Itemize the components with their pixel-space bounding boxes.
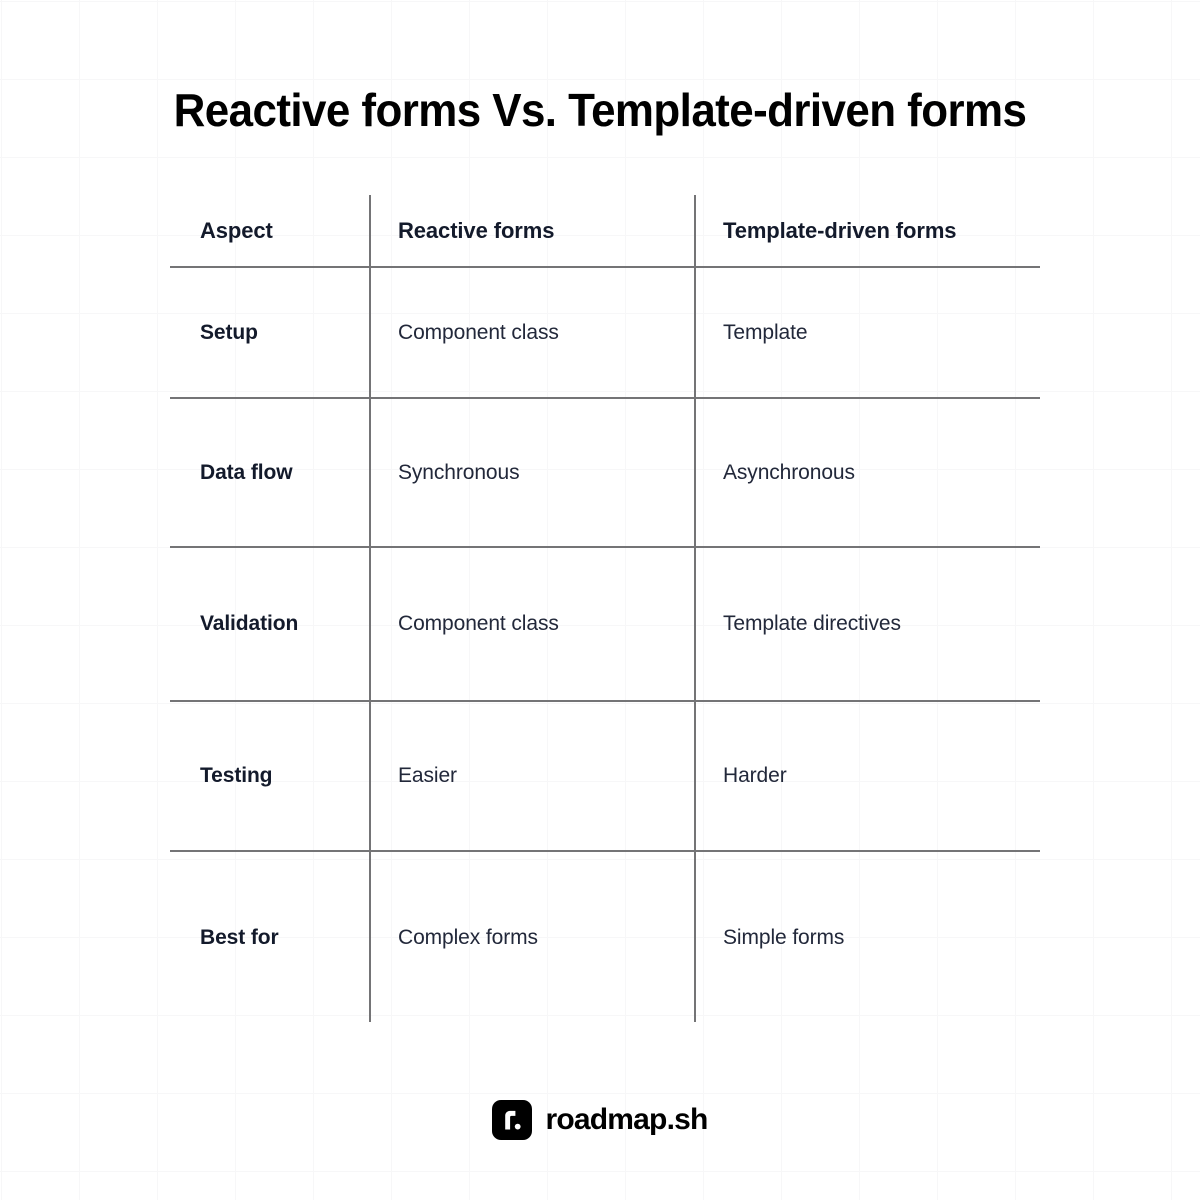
cell-aspect-label: Validation [200, 612, 299, 635]
roadmap-r-mark-icon [492, 1100, 533, 1140]
cell-aspect: Validation [170, 547, 369, 701]
cell-aspect-label: Testing [200, 764, 273, 787]
cell-reactive-label: Component class [398, 612, 559, 635]
table-row: Setup Component class Template [170, 267, 1040, 398]
cell-template-label: Template directives [723, 612, 901, 635]
cell-reactive-label: Component class [398, 320, 559, 344]
cell-reactive: Complex forms [369, 851, 694, 1023]
cell-template-label: Template [723, 320, 808, 344]
table-row: Data flow Synchronous Asynchronous [170, 398, 1040, 547]
cell-aspect-label: Data flow [200, 460, 293, 484]
column-header-aspect-label: Aspect [200, 217, 273, 243]
table-row: Validation Component class Template dire… [170, 547, 1040, 701]
table-header: Aspect Reactive forms Template-driven fo… [170, 195, 1040, 267]
cell-aspect: Data flow [170, 398, 369, 547]
cell-aspect: Best for [170, 851, 369, 1023]
cell-aspect: Setup [170, 267, 369, 398]
cell-reactive: Component class [369, 547, 694, 701]
table-body: Setup Component class Template Data flow… [170, 267, 1040, 1023]
table-row: Best for Complex forms Simple forms [170, 851, 1040, 1023]
column-header-template-driven-forms-label: Template-driven forms [723, 217, 957, 243]
cell-template: Simple forms [694, 851, 1040, 1023]
cell-template: Template [694, 267, 1040, 398]
cell-reactive-label: Synchronous [398, 460, 520, 484]
table-row: Testing Easier Harder [170, 701, 1040, 851]
column-header-reactive-forms: Reactive forms [369, 195, 694, 267]
cell-reactive: Easier [369, 701, 694, 851]
page-title: Reactive forms Vs. Template-driven forms [173, 83, 1027, 136]
cell-reactive: Component class [369, 267, 694, 398]
cell-reactive: Synchronous [369, 398, 694, 547]
comparison-table: Aspect Reactive forms Template-driven fo… [170, 195, 1040, 1023]
column-header-template-driven-forms: Template-driven forms [694, 195, 1040, 267]
cell-template: Harder [694, 701, 1040, 851]
column-divider-2 [694, 195, 696, 1022]
cell-template-label: Harder [723, 764, 787, 787]
table-header-row: Aspect Reactive forms Template-driven fo… [170, 195, 1040, 267]
comparison-table-container: Aspect Reactive forms Template-driven fo… [170, 195, 1040, 1025]
brand-name: roadmap.sh [545, 1103, 708, 1136]
cell-aspect-label: Setup [200, 320, 258, 344]
cell-template-label: Asynchronous [723, 460, 855, 484]
footer-branding: roadmap.sh [0, 1100, 1200, 1140]
cell-template: Asynchronous [694, 398, 1040, 547]
cell-aspect-label: Best for [200, 925, 279, 949]
column-header-reactive-forms-label: Reactive forms [398, 217, 555, 243]
cell-aspect: Testing [170, 701, 369, 851]
column-header-aspect: Aspect [170, 195, 369, 267]
cell-reactive-label: Complex forms [398, 925, 538, 949]
cell-template: Template directives [694, 547, 1040, 701]
cell-reactive-label: Easier [398, 764, 457, 787]
cell-template-label: Simple forms [723, 925, 845, 949]
column-divider-1 [369, 195, 371, 1022]
